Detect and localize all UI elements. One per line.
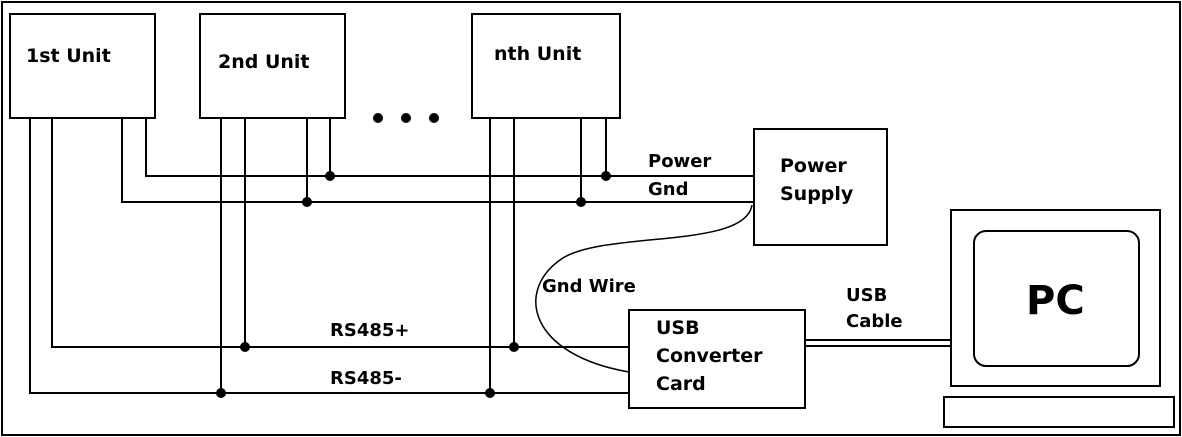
- usb-cable: [805, 339, 951, 347]
- unit-1: 1st Unit: [9, 13, 156, 119]
- label-rs485-plus: RS485+: [330, 320, 409, 341]
- label-power: Power: [648, 151, 711, 172]
- unit-n: nth Unit: [471, 13, 621, 119]
- gnd-wire-curve: [535, 204, 753, 373]
- pc-label: PC: [1026, 278, 1085, 324]
- converter-label-line3: Card: [656, 373, 706, 395]
- junction-dots: [216, 171, 611, 398]
- unit-1-label: 1st Unit: [26, 45, 111, 67]
- pc-screen: [973, 230, 1140, 367]
- converter-label-line1: USB: [656, 317, 700, 339]
- power-supply-label-line2: Supply: [780, 183, 854, 205]
- unit-n-label: nth Unit: [494, 43, 581, 65]
- converter-label-line2: Converter: [656, 345, 763, 367]
- ellipsis-dots: [373, 113, 439, 123]
- label-usb-cable-line2: Cable: [846, 311, 903, 332]
- label-rs485-minus: RS485-: [330, 368, 402, 389]
- power-supply-label-line1: Power: [780, 155, 847, 177]
- rs485-wires: [29, 118, 629, 394]
- pc-computer: PC: [943, 209, 1175, 428]
- unit-2-label: 2nd Unit: [218, 51, 310, 73]
- usb-converter-card: USB Converter Card: [628, 309, 806, 409]
- pc-keyboard: [943, 396, 1175, 428]
- label-gnd: Gnd: [648, 179, 688, 200]
- label-usb-cable-line1: USB: [846, 285, 887, 306]
- unit-2: 2nd Unit: [199, 13, 346, 119]
- power-wires: [121, 118, 754, 203]
- label-gnd-wire: Gnd Wire: [542, 276, 636, 297]
- power-supply: Power Supply: [753, 128, 888, 246]
